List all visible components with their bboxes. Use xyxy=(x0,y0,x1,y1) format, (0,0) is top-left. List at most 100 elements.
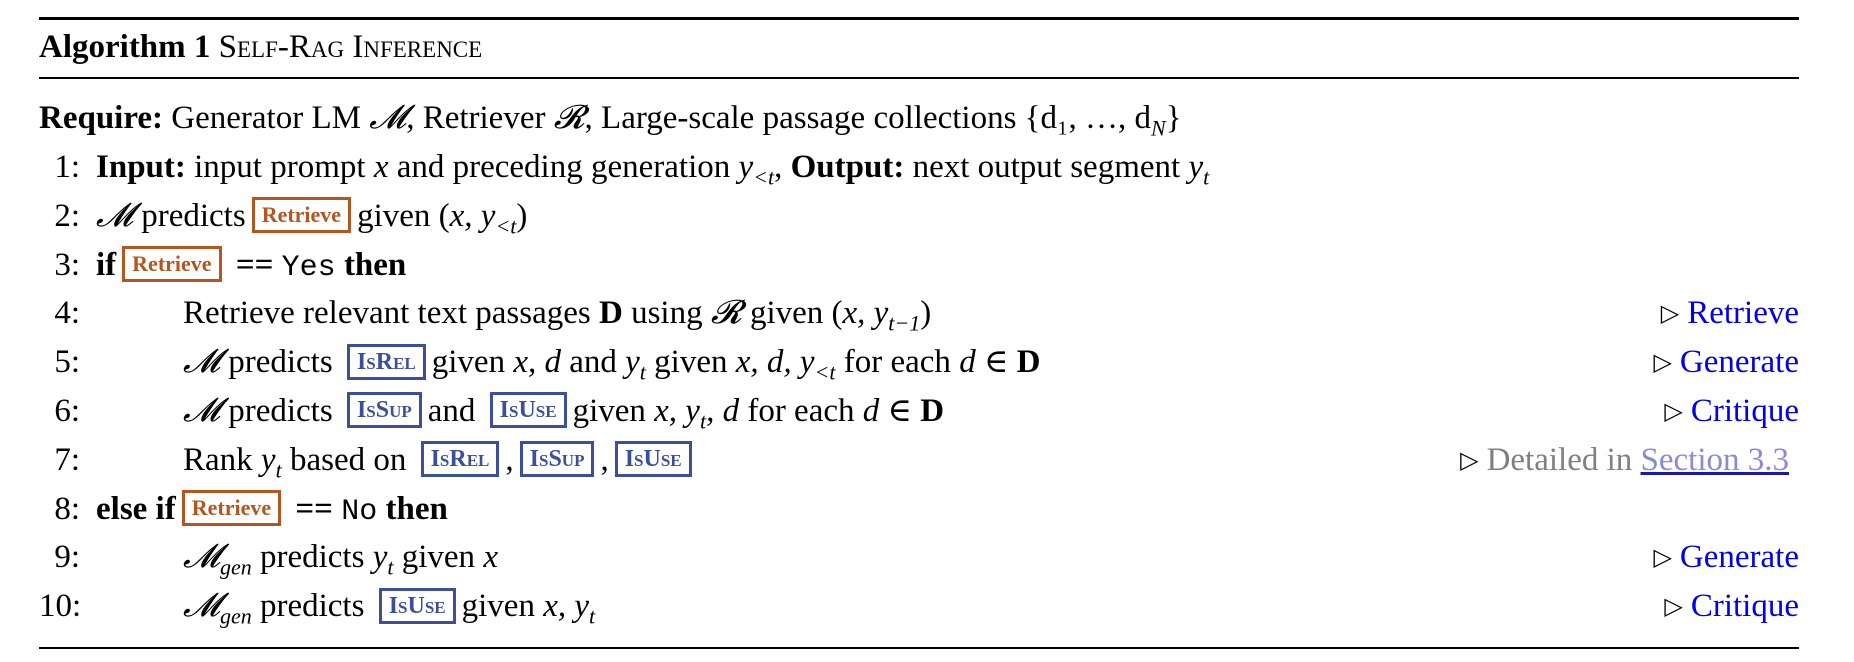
line-comment: ▷ Generate xyxy=(1653,533,1799,585)
text-segment: then xyxy=(377,490,448,527)
text-segment: , xyxy=(774,149,791,185)
token-isrel: IsRel xyxy=(346,343,426,380)
text-segment: predicts xyxy=(219,393,341,429)
text-segment: given xyxy=(393,539,484,576)
text-segment: predicts xyxy=(219,344,341,381)
line-number: 3: xyxy=(54,246,80,283)
text-segment: using xyxy=(622,295,711,332)
text-segment: , Large-scale passage collections {d₁, …… xyxy=(584,100,1152,136)
text-segment: 𝓜 xyxy=(183,539,220,576)
text-segment: , xyxy=(505,441,514,478)
line-number: 9: xyxy=(54,539,80,576)
text-segment: } xyxy=(1165,100,1182,136)
comment-text: Generate xyxy=(1679,539,1799,576)
text-segment: Input: xyxy=(96,149,186,185)
text-segment: x, y xyxy=(654,393,700,429)
text-segment: ) xyxy=(516,197,528,234)
text-segment: given ( xyxy=(357,197,450,234)
line-number: 4: xyxy=(54,295,80,332)
require-line: Require: Generator LM 𝓜, Retriever 𝓡, La… xyxy=(39,94,1799,143)
text-segment: based on xyxy=(281,441,415,478)
text-segment: ∈ xyxy=(975,344,1017,381)
require-label: Require: xyxy=(39,100,164,136)
text-segment: given xyxy=(572,393,655,429)
comment-triangle-icon: ▷ xyxy=(1664,594,1683,621)
text-segment: <t xyxy=(814,359,836,385)
text-segment: Output: xyxy=(790,149,905,185)
text-segment: y xyxy=(260,441,276,478)
text-segment: x, y xyxy=(543,588,589,625)
text-segment: y xyxy=(1188,149,1204,185)
line-number: 7: xyxy=(54,441,80,478)
text-segment: else if xyxy=(96,490,176,527)
text-segment: given xyxy=(645,344,736,381)
text-segment: for each xyxy=(835,344,960,381)
text-segment: 𝓜 xyxy=(183,588,220,625)
line-comment: ▷Critique xyxy=(1664,387,1799,439)
algorithm-line: 4: Retrieve relevant text passages D usin… xyxy=(39,289,1799,338)
section-link[interactable]: Section 3.3 xyxy=(1640,441,1789,478)
line-comment: ▷ Critique xyxy=(1664,582,1799,634)
text-segment: t xyxy=(275,457,282,483)
text-segment: predicts xyxy=(251,588,373,625)
bottom-rule xyxy=(39,647,1799,649)
line-body: Retrieve relevant text passages D using … xyxy=(183,289,931,338)
text-segment: predicts xyxy=(132,197,246,234)
algorithm-name: Self-Rag Inference xyxy=(218,29,483,65)
text-segment: given xyxy=(461,588,544,625)
comment-triangle-icon: ▷ xyxy=(1660,301,1680,328)
line-number: 1: xyxy=(54,149,80,185)
line-number: 6: xyxy=(54,393,80,429)
comment-text: Critique xyxy=(1690,588,1799,625)
token-isrel: IsRel xyxy=(420,441,500,478)
text-segment: , Retriever xyxy=(406,100,554,136)
comment-text: Generate xyxy=(1679,344,1799,381)
text-segment: y xyxy=(625,344,640,381)
line-body: Input: input prompt x and preceding gene… xyxy=(96,143,1209,192)
text-segment: t xyxy=(589,603,596,629)
text-segment: t xyxy=(699,408,707,434)
text-segment: and xyxy=(427,393,484,429)
line-number: 2: xyxy=(54,197,80,234)
comment-text: Retrieve xyxy=(1687,295,1799,332)
comment-triangle-icon: ▷ xyxy=(1653,350,1672,377)
comment-triangle-icon: ▷ xyxy=(1653,545,1672,572)
algorithm-line: 9:𝓜gen predicts yt given x▷Generate xyxy=(39,533,1799,582)
line-body: Rank yt based on IsRel,IsSup,IsUse xyxy=(183,436,698,485)
text-segment: D xyxy=(1016,344,1041,381)
text-segment: Rank xyxy=(183,441,261,478)
text-segment: input prompt xyxy=(185,149,374,185)
text-segment: x, d xyxy=(513,344,561,381)
text-segment: Yes xyxy=(281,250,336,285)
text-segment: <t xyxy=(753,164,775,190)
text-segment: Generator LM xyxy=(171,100,370,136)
algorithm-line: 7:Rank yt based on IsRel,IsSup,IsUse▷Det… xyxy=(39,436,1799,485)
text-segment: y xyxy=(738,149,754,185)
text-segment: D xyxy=(599,295,623,332)
text-segment: for each xyxy=(739,393,863,429)
text-segment: and xyxy=(560,344,626,381)
text-segment: gen xyxy=(219,554,252,580)
require-body: Generator LM 𝓜, Retriever 𝓡, Large-scale… xyxy=(171,100,1182,139)
text-segment: if xyxy=(96,246,117,283)
text-segment: and preceding generation xyxy=(388,149,739,185)
algorithm-label: Algorithm 1 xyxy=(39,29,211,65)
line-number: 5: xyxy=(54,344,80,381)
text-segment: t xyxy=(1203,164,1210,190)
token-issup: IsSup xyxy=(346,392,422,429)
line-comment: ▷ Retrieve xyxy=(1661,289,1799,341)
text-segment: d xyxy=(959,344,976,381)
text-segment: D xyxy=(920,393,945,429)
line-comment: ▷ Generate xyxy=(1653,338,1799,390)
token-issup: IsSup xyxy=(519,441,595,478)
text-segment: , d xyxy=(706,393,740,429)
